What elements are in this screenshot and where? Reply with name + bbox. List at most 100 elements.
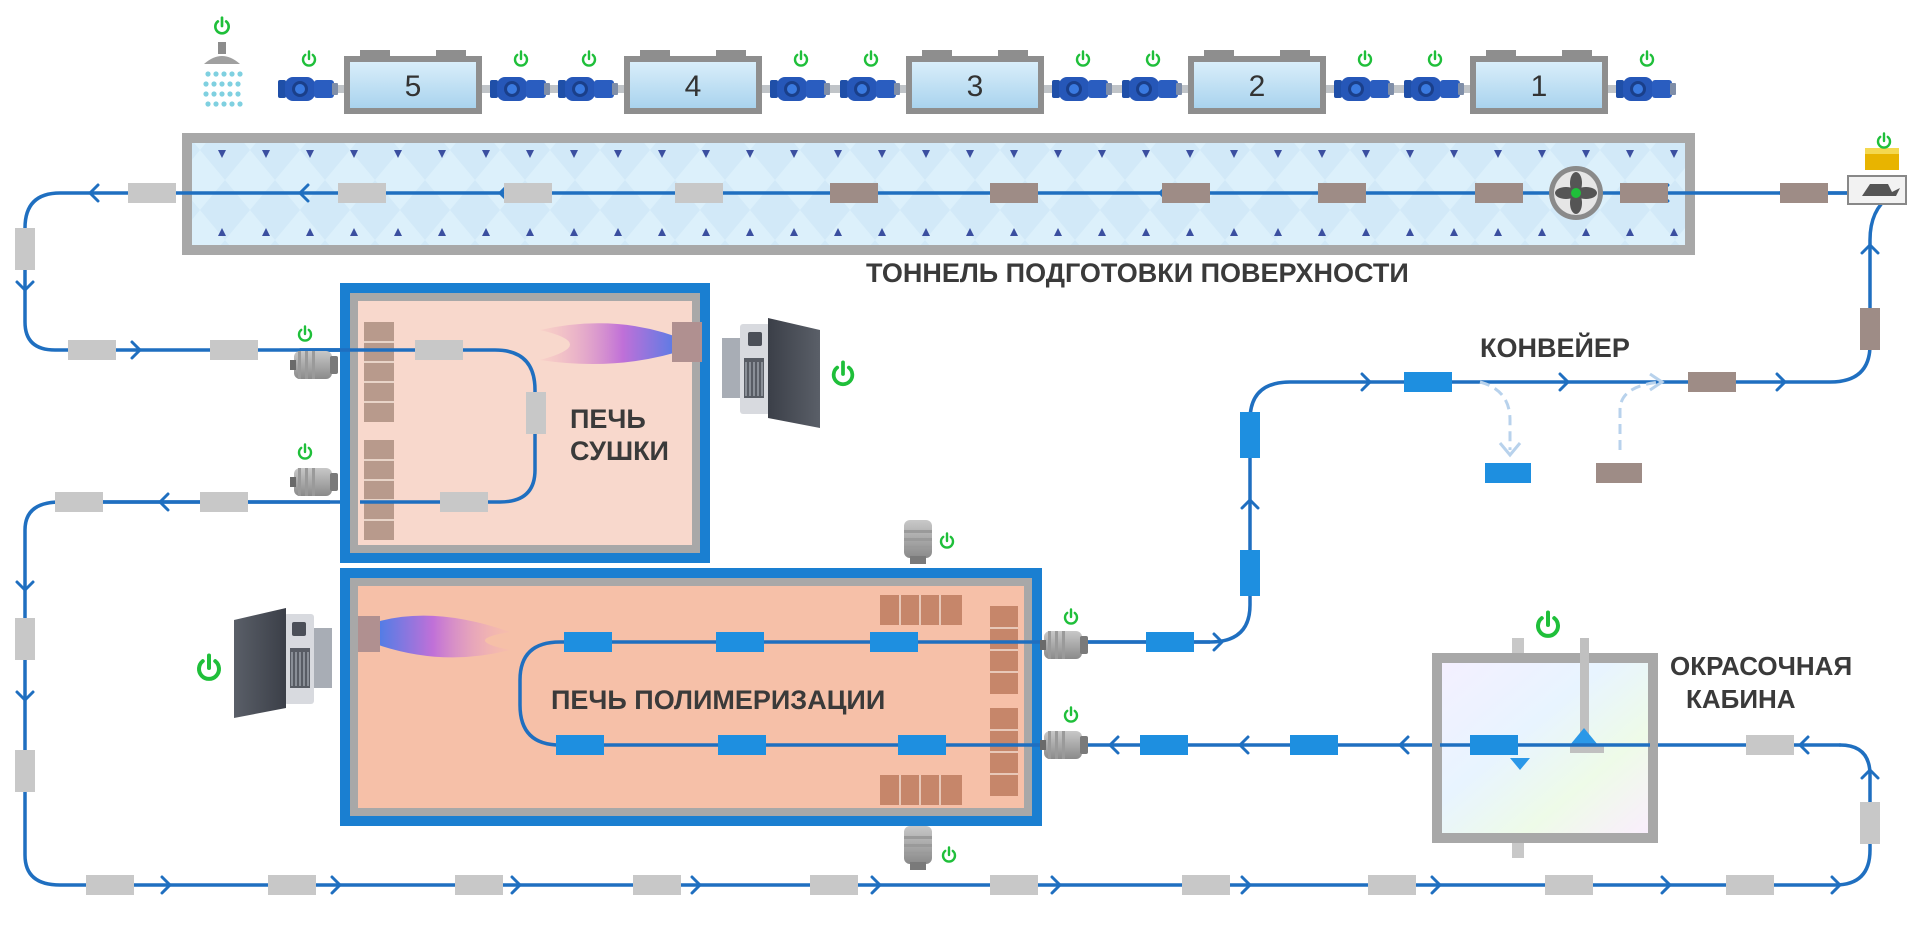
power-icon[interactable] bbox=[1876, 132, 1892, 149]
flow-arrow bbox=[298, 183, 310, 203]
tank-number: 1 bbox=[1531, 70, 1548, 103]
power-icon[interactable] bbox=[793, 50, 809, 67]
power-icon[interactable] bbox=[1639, 50, 1655, 67]
power-icon[interactable] bbox=[831, 360, 855, 387]
fan-icon bbox=[1549, 166, 1603, 220]
tank: 5 bbox=[344, 50, 482, 114]
nozzle bbox=[1538, 228, 1546, 236]
part bbox=[830, 183, 878, 203]
nozzle bbox=[350, 228, 358, 236]
flow-arrow bbox=[1240, 875, 1252, 895]
part bbox=[15, 750, 35, 792]
pump-motor-icon bbox=[558, 77, 618, 101]
nozzle bbox=[1450, 228, 1458, 236]
power-icon[interactable] bbox=[863, 50, 879, 67]
tank-number: 5 bbox=[405, 70, 422, 103]
conveyor-label: КОНВЕЙЕР bbox=[1480, 332, 1630, 363]
pump-motor-icon bbox=[904, 520, 932, 564]
tank: 2 bbox=[1188, 50, 1326, 114]
conveyor-parts bbox=[15, 183, 1880, 895]
power-icon[interactable] bbox=[939, 532, 955, 549]
flow-arrow bbox=[1775, 372, 1787, 392]
pump-motor-icon bbox=[1052, 77, 1112, 101]
power-icon[interactable] bbox=[513, 50, 529, 67]
part bbox=[990, 875, 1038, 895]
paint-booth-label-2: КАБИНА bbox=[1686, 684, 1796, 714]
part bbox=[718, 735, 766, 755]
part bbox=[810, 875, 858, 895]
power-icon[interactable] bbox=[581, 50, 597, 67]
part bbox=[1162, 183, 1210, 203]
power-icon[interactable] bbox=[1075, 50, 1091, 67]
part bbox=[68, 340, 116, 360]
curing-oven-label: ПЕЧЬ ПОЛИМЕРИЗАЦИИ bbox=[551, 685, 885, 715]
part bbox=[1404, 372, 1452, 392]
power-icon[interactable] bbox=[1427, 50, 1443, 67]
flow-arrow bbox=[330, 875, 342, 895]
part bbox=[1860, 802, 1880, 844]
flow-arrow bbox=[1430, 875, 1442, 895]
nozzle bbox=[614, 150, 622, 158]
power-icon[interactable] bbox=[197, 653, 221, 681]
part bbox=[338, 183, 386, 203]
nozzle bbox=[1406, 228, 1414, 236]
curing-oven-track bbox=[518, 640, 1210, 747]
power-icon[interactable] bbox=[1145, 50, 1161, 67]
nozzle bbox=[1406, 150, 1414, 158]
pump-motor-icon bbox=[1404, 77, 1464, 101]
power-icon[interactable] bbox=[1536, 610, 1560, 638]
flow-arrow bbox=[160, 875, 172, 895]
drying-oven-label-2: СУШКИ bbox=[570, 436, 669, 466]
part bbox=[1780, 183, 1828, 203]
power-icon[interactable] bbox=[1063, 608, 1079, 625]
flow-arrow bbox=[870, 875, 882, 895]
nozzle bbox=[1274, 150, 1282, 158]
part bbox=[898, 735, 946, 755]
pump-motor-icon bbox=[770, 77, 830, 101]
part bbox=[564, 632, 612, 652]
part bbox=[440, 492, 488, 512]
nozzle bbox=[746, 150, 754, 158]
part bbox=[1726, 875, 1774, 895]
nozzle bbox=[482, 150, 490, 158]
power-icon[interactable] bbox=[301, 50, 317, 67]
part bbox=[526, 392, 546, 434]
nozzle bbox=[834, 150, 842, 158]
power-icon[interactable] bbox=[213, 16, 231, 35]
nozzle bbox=[482, 228, 490, 236]
nozzle bbox=[526, 228, 534, 236]
flow-arrow bbox=[88, 183, 100, 203]
part bbox=[1182, 875, 1230, 895]
nozzle bbox=[394, 150, 402, 158]
power-icon[interactable] bbox=[297, 443, 313, 460]
pump-motor-icon bbox=[290, 468, 338, 496]
nozzle bbox=[394, 228, 402, 236]
flow-arrow bbox=[690, 875, 702, 895]
nozzle bbox=[658, 150, 666, 158]
part bbox=[268, 875, 316, 895]
part bbox=[1688, 372, 1736, 392]
power-icon[interactable] bbox=[1357, 50, 1373, 67]
flow-arrow bbox=[1238, 735, 1250, 755]
part bbox=[1545, 875, 1593, 895]
nozzle bbox=[1186, 228, 1194, 236]
power-icon[interactable] bbox=[941, 846, 957, 863]
flow-arrow bbox=[15, 690, 35, 702]
nozzle bbox=[1142, 150, 1150, 158]
nozzle bbox=[350, 150, 358, 158]
nozzle bbox=[1010, 150, 1018, 158]
part bbox=[210, 340, 258, 360]
nozzle bbox=[1010, 228, 1018, 236]
nozzle bbox=[1626, 150, 1634, 158]
nozzle bbox=[570, 228, 578, 236]
spray-nozzles bbox=[218, 150, 1678, 236]
nozzle bbox=[1626, 228, 1634, 236]
power-icon[interactable] bbox=[1063, 706, 1079, 723]
nozzle bbox=[790, 150, 798, 158]
power-icon[interactable] bbox=[297, 325, 313, 342]
part bbox=[1470, 735, 1518, 755]
nozzle bbox=[1230, 228, 1238, 236]
pump-motor-icon bbox=[1616, 77, 1676, 101]
shower-icon bbox=[203, 42, 243, 107]
part bbox=[1240, 412, 1260, 458]
